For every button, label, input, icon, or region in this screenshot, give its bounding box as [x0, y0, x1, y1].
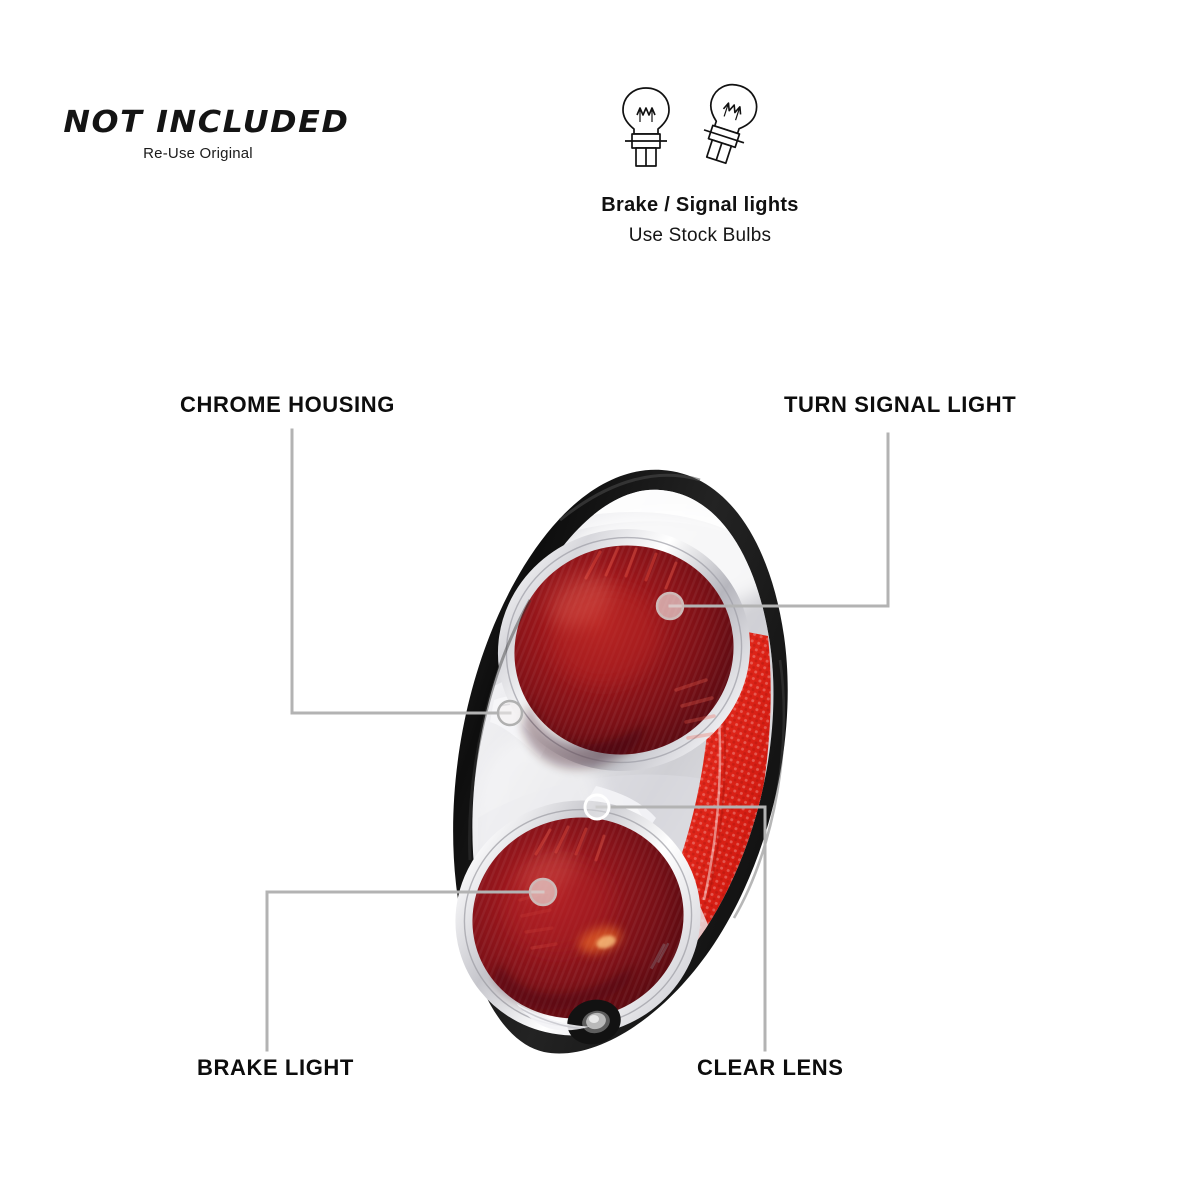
callout-label-chrome-housing: CHROME HOUSING — [180, 392, 395, 417]
not-included-badge: NOT INCLUDED Re-Use Original — [58, 108, 348, 163]
callout-label-turn-signal-light: TURN SIGNAL LIGHT — [784, 392, 1017, 417]
two-bulbs-icon — [545, 82, 855, 172]
bulbs-note-subtitle: Use Stock Bulbs — [628, 225, 772, 246]
bulbs-note: Brake / Signal lights Use Stock Bulbs — [545, 82, 855, 247]
callout-label-clear-lens: CLEAR LENS — [697, 1055, 844, 1080]
not-included-title: NOT INCLUDED — [63, 105, 350, 140]
not-included-subtitle: Re-Use Original — [143, 145, 253, 162]
bulbs-note-title: Brake / Signal lights — [601, 194, 799, 216]
callout-label-brake-light: BRAKE LIGHT — [197, 1055, 354, 1080]
